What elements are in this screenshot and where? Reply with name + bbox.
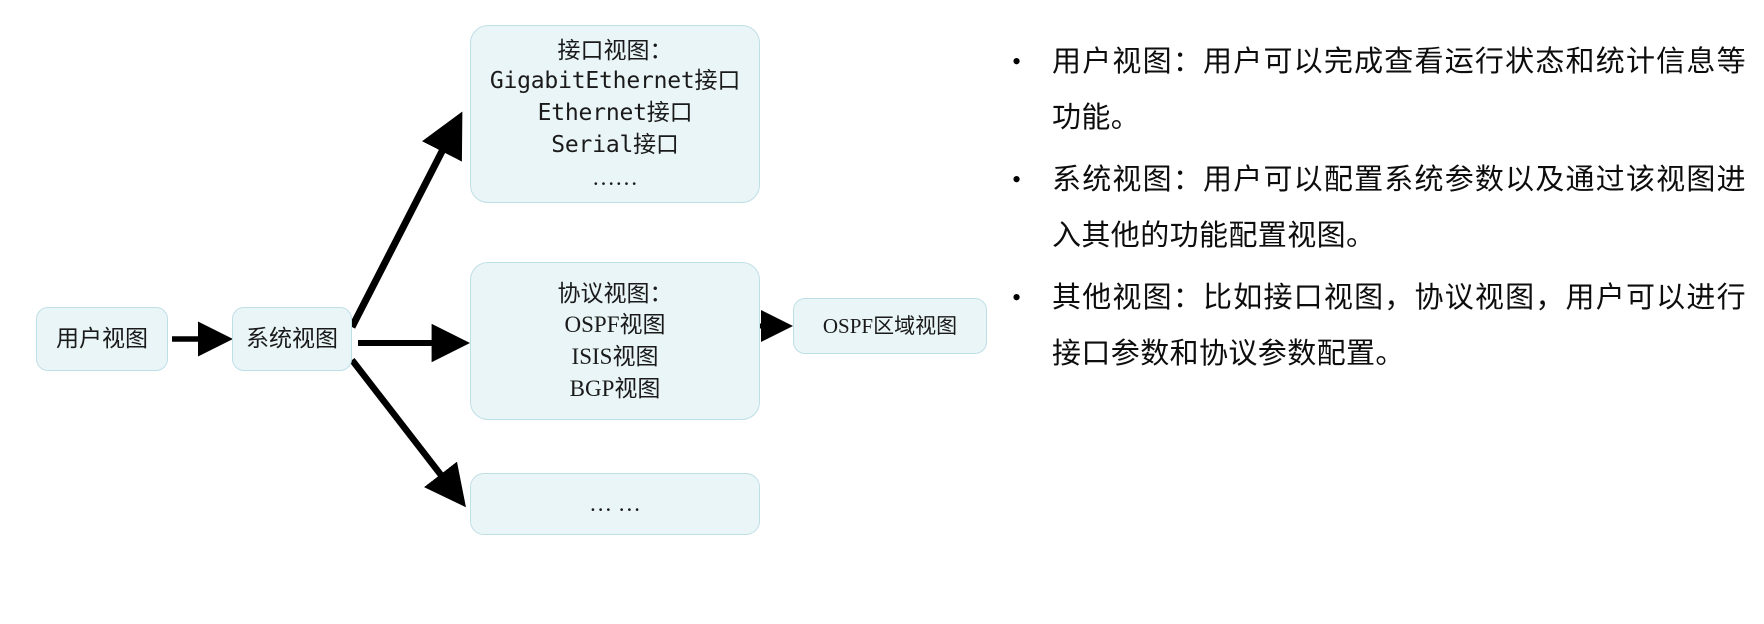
node-interface-view-line-3: Serial接口: [551, 131, 679, 158]
node-other-view-label: … …: [589, 491, 641, 517]
list-item-text: 其他视图：比如接口视图，协议视图，用户可以进行接口参数和协议参数配置。: [1052, 282, 1746, 370]
view-hierarchy-diagram: 用户视图 系统视图 接口视图： GigabitEthernet接口 Ethern…: [36, 25, 987, 535]
list-item: • 系统视图：用户可以配置系统参数以及通过该视图进入其他的功能配置视图。: [1000, 152, 1764, 264]
node-system-view[interactable]: 系统视图: [232, 307, 352, 371]
list-item-text: 用户视图：用户可以完成查看运行状态和统计信息等功能。: [1052, 46, 1746, 134]
node-protocol-view-line-bgp: BGP视图: [569, 375, 661, 401]
node-protocol-view-line-ospf: OSPF视图: [564, 312, 666, 338]
list-item: • 其他视图：比如接口视图，协议视图，用户可以进行接口参数和协议参数配置。: [1000, 270, 1764, 382]
node-interface-view-ellipsis: ……: [592, 164, 638, 190]
node-user-view-label: 用户视图: [56, 326, 148, 352]
arrow-system-to-interface: [348, 111, 463, 329]
node-user-view[interactable]: 用户视图: [36, 307, 168, 371]
bullet-marker-icon: •: [1012, 283, 1022, 312]
node-system-view-label: 系统视图: [246, 326, 338, 352]
bullet-marker-icon: •: [1012, 165, 1022, 194]
node-protocol-view-title: 协议视图：: [557, 280, 673, 306]
node-interface-view-title: 接口视图：: [557, 37, 673, 63]
node-interface-view[interactable]: 接口视图： GigabitEthernet接口 Ethernet接口 Seria…: [470, 25, 760, 203]
node-protocol-view[interactable]: 协议视图： OSPF视图 ISIS视图 BGP视图: [470, 262, 760, 420]
list-item-text: 系统视图：用户可以配置系统参数以及通过该视图进入其他的功能配置视图。: [1052, 164, 1746, 252]
node-protocol-view-line-isis: ISIS视图: [571, 344, 659, 369]
node-ospf-area-view-label: OSPF区域视图: [822, 313, 958, 338]
explanation-list: • 用户视图：用户可以完成查看运行状态和统计信息等功能。 • 系统视图：用户可以…: [1000, 34, 1764, 594]
node-interface-view-line-1: GigabitEthernet接口: [489, 68, 741, 95]
node-ospf-area-view[interactable]: OSPF区域视图: [793, 298, 987, 354]
node-interface-view-line-2: Ethernet接口: [537, 100, 693, 127]
bullet-marker-icon: •: [1012, 47, 1022, 76]
arrow-system-to-other: [349, 358, 466, 508]
node-other-view[interactable]: … …: [470, 473, 760, 535]
list-item: • 用户视图：用户可以完成查看运行状态和统计信息等功能。: [1000, 34, 1764, 146]
